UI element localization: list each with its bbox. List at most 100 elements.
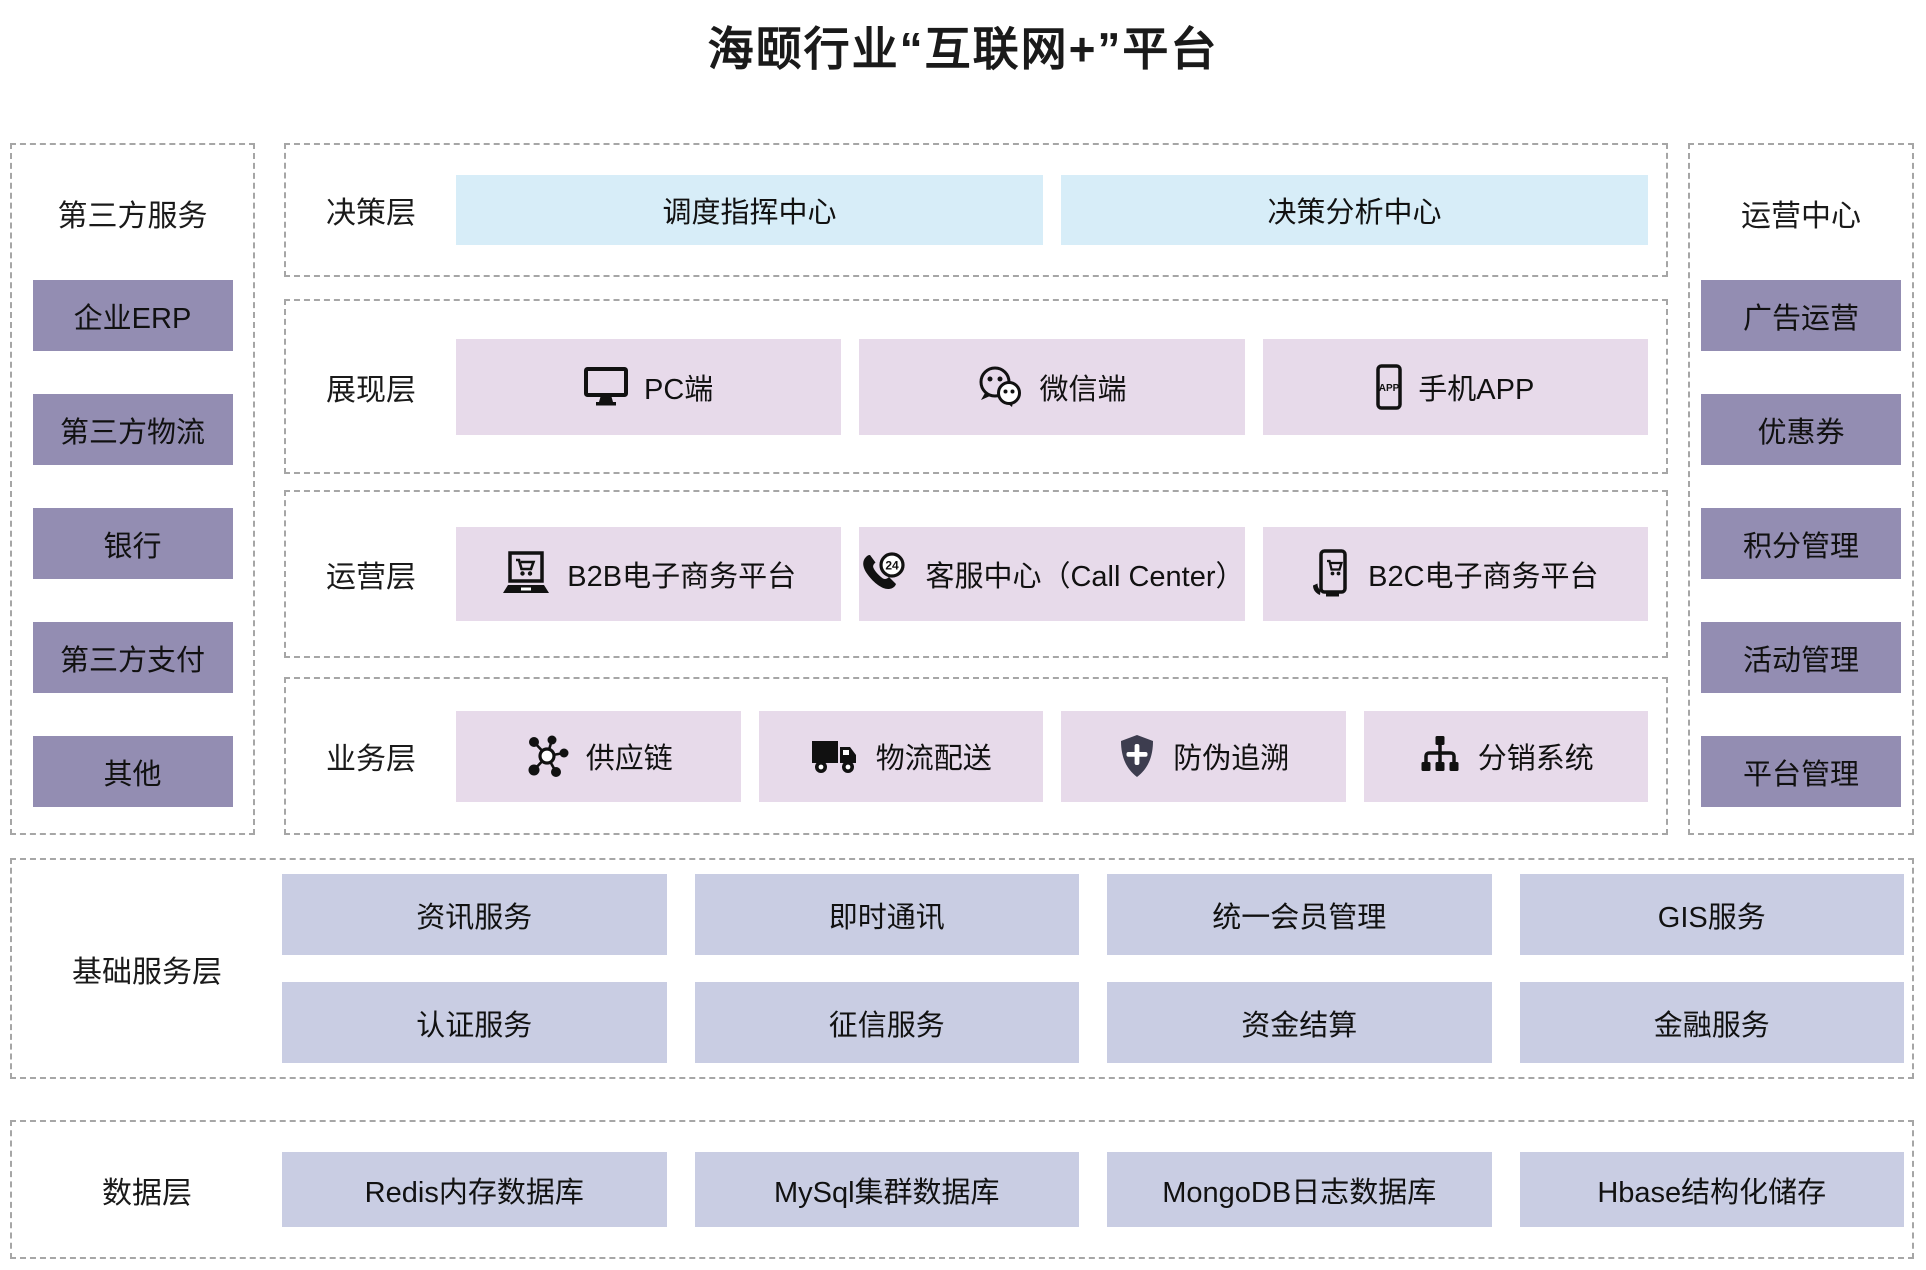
data-store-box: Redis内存数据库 xyxy=(282,1152,667,1227)
box-label: 优惠券 xyxy=(1757,416,1845,449)
box-label: 供应链 xyxy=(585,743,673,775)
svg-text:APP: APP xyxy=(1379,383,1400,394)
box-label: 其他 xyxy=(103,758,162,791)
data-store-box: MySql集群数据库 xyxy=(694,1152,1079,1227)
box-label: 即时通讯 xyxy=(828,901,945,934)
base-service-box: 统一会员管理 xyxy=(1107,874,1492,955)
box-label: 第三方支付 xyxy=(59,644,205,677)
box-label: 活动管理 xyxy=(1742,644,1859,677)
business-layer-items: 供应链 物流配送 防伪追溯 分销系统 xyxy=(456,710,1648,802)
base-service-box: GIS服务 xyxy=(1519,874,1904,955)
third-party-item: 第三方物流 xyxy=(32,394,233,465)
data-store-box: MongoDB日志数据库 xyxy=(1107,1152,1492,1227)
box-label: PC端 xyxy=(644,373,714,406)
truck-icon xyxy=(810,736,860,776)
base-services-section: 基础服务层 资讯服务 即时通讯 统一会员管理 GIS服务 认证服务 征信服务 资金结算 金融… xyxy=(10,858,1914,1079)
layer-box: PC端 xyxy=(456,338,842,435)
data-layer-section: 数据层 Redis内存数据库 MySql集群数据库 MongoDB日志数据库 Hbas… xyxy=(10,1120,1914,1259)
box-label: 广告运营 xyxy=(1742,302,1859,335)
base-services-row: 认证服务 征信服务 资金结算 金融服务 xyxy=(282,982,1904,1063)
layer-box: 分销系统 xyxy=(1363,710,1648,802)
box-label: 调度指挥中心 xyxy=(662,197,837,229)
data-layer-label: 数据层 xyxy=(102,1176,192,1210)
operations-item: 广告运营 xyxy=(1701,280,1901,351)
box-label: 客服中心（Call Center） xyxy=(925,561,1245,593)
box-label: 手机APP xyxy=(1418,373,1535,406)
phone-app-icon: APP xyxy=(1376,363,1403,410)
hierarchy-icon xyxy=(1418,734,1462,778)
box-label: 银行 xyxy=(103,530,162,563)
shield-icon xyxy=(1117,733,1157,779)
box-label: 企业ERP xyxy=(73,302,192,335)
decision-layer-items: 调度指挥中心 决策分析中心 xyxy=(456,175,1648,245)
layer-box: 物流配送 xyxy=(758,710,1043,802)
layer-box: B2C电子商务平台 xyxy=(1262,527,1648,621)
base-service-box: 资金结算 xyxy=(1107,982,1492,1063)
diagram-title: 海颐行业“互联网+”平台 xyxy=(707,23,1219,75)
data-store-box: Hbase结构化储存 xyxy=(1519,1152,1904,1227)
third-party-item: 企业ERP xyxy=(32,280,233,351)
monitor-icon xyxy=(584,366,629,407)
base-service-box: 资讯服务 xyxy=(282,874,667,955)
operation-layer-items: B2B电子商务平台 24 客服中心（Call Center） B2C电子商务平台 xyxy=(456,527,1648,621)
phone-24-icon: 24 xyxy=(859,551,909,597)
base-services-row: 资讯服务 即时通讯 统一会员管理 GIS服务 xyxy=(282,874,1904,955)
box-label: 决策分析中心 xyxy=(1267,197,1442,229)
box-label: B2B电子商务平台 xyxy=(567,561,797,593)
decision-layer-label: 决策层 xyxy=(326,197,416,230)
third-party-services-panel: 第三方服务 企业ERP 第三方物流银行第三方支付其他 xyxy=(10,143,255,835)
box-label: 认证服务 xyxy=(416,1009,533,1042)
mobile-cart-icon xyxy=(1312,549,1352,599)
base-service-box: 即时通讯 xyxy=(694,874,1079,955)
data-layer-items: Redis内存数据库 MySql集群数据库 MongoDB日志数据库 Hbase结构化… xyxy=(282,1152,1904,1227)
box-label: 统一会员管理 xyxy=(1212,901,1387,934)
base-services-label: 基础服务层 xyxy=(72,955,222,989)
box-label: B2C电子商务平台 xyxy=(1368,561,1599,593)
operations-item: 平台管理 xyxy=(1701,736,1901,807)
box-label: 资讯服务 xyxy=(416,901,533,934)
third-party-item: 第三方支付 xyxy=(32,622,233,693)
layer-box: 24 客服中心（Call Center） xyxy=(859,527,1245,621)
layer-box: 供应链 xyxy=(456,710,741,802)
network-icon xyxy=(524,734,570,778)
presentation-layer-row: 展现层 PC端 微信端 APP 手机APP xyxy=(284,299,1668,474)
layer-box: 微信端 xyxy=(859,338,1245,435)
operations-item: 积分管理 xyxy=(1701,508,1901,579)
base-service-box: 认证服务 xyxy=(282,982,667,1063)
layer-box: 决策分析中心 xyxy=(1061,175,1648,245)
operation-layer-label: 运营层 xyxy=(326,561,416,594)
base-service-box: 金融服务 xyxy=(1519,982,1904,1063)
operations-items: 广告运营优惠券积分管理活动管理平台管理 xyxy=(1690,280,1912,807)
decision-layer-row: 决策层 调度指挥中心 决策分析中心 xyxy=(284,143,1668,277)
box-label: 征信服务 xyxy=(828,1009,945,1042)
box-label: 分销系统 xyxy=(1477,743,1594,775)
svg-text:24: 24 xyxy=(886,559,900,573)
third-party-panel-title: 第三方服务 xyxy=(57,199,208,233)
operations-panel-title: 运营中心 xyxy=(1741,199,1861,233)
presentation-layer-items: PC端 微信端 APP 手机APP xyxy=(456,338,1648,435)
box-label: 第三方物流 xyxy=(59,416,205,449)
layer-box: B2B电子商务平台 xyxy=(456,527,842,621)
operation-layer-row: 运营层 B2B电子商务平台 24 客服中心（Call Center） B2C电子商务平… xyxy=(284,490,1668,658)
box-label: Hbase结构化储存 xyxy=(1597,1176,1827,1209)
third-party-item: 其他 xyxy=(32,736,233,807)
box-label: 平台管理 xyxy=(1742,758,1859,791)
base-services-grid: 资讯服务 即时通讯 统一会员管理 GIS服务 认证服务 征信服务 资金结算 金融服务 xyxy=(282,874,1904,1063)
box-label: Redis内存数据库 xyxy=(364,1176,584,1209)
box-label: 金融服务 xyxy=(1653,1009,1770,1042)
business-layer-label: 业务层 xyxy=(326,743,416,776)
operations-item: 活动管理 xyxy=(1701,622,1901,693)
operations-center-panel: 运营中心 广告运营优惠券积分管理活动管理平台管理 xyxy=(1688,143,1914,835)
third-party-item: 银行 xyxy=(32,508,233,579)
operations-item: 优惠券 xyxy=(1701,394,1901,465)
box-label: MySql集群数据库 xyxy=(773,1176,1000,1209)
box-label: 防伪追溯 xyxy=(1173,743,1290,775)
box-label: 积分管理 xyxy=(1742,530,1859,563)
layer-box: 调度指挥中心 xyxy=(456,175,1043,245)
layer-box: APP 手机APP xyxy=(1262,338,1648,435)
box-label: 物流配送 xyxy=(875,743,992,775)
box-label: MongoDB日志数据库 xyxy=(1162,1176,1437,1209)
layer-box: 防伪追溯 xyxy=(1061,710,1346,802)
presentation-layer-label: 展现层 xyxy=(326,373,416,407)
